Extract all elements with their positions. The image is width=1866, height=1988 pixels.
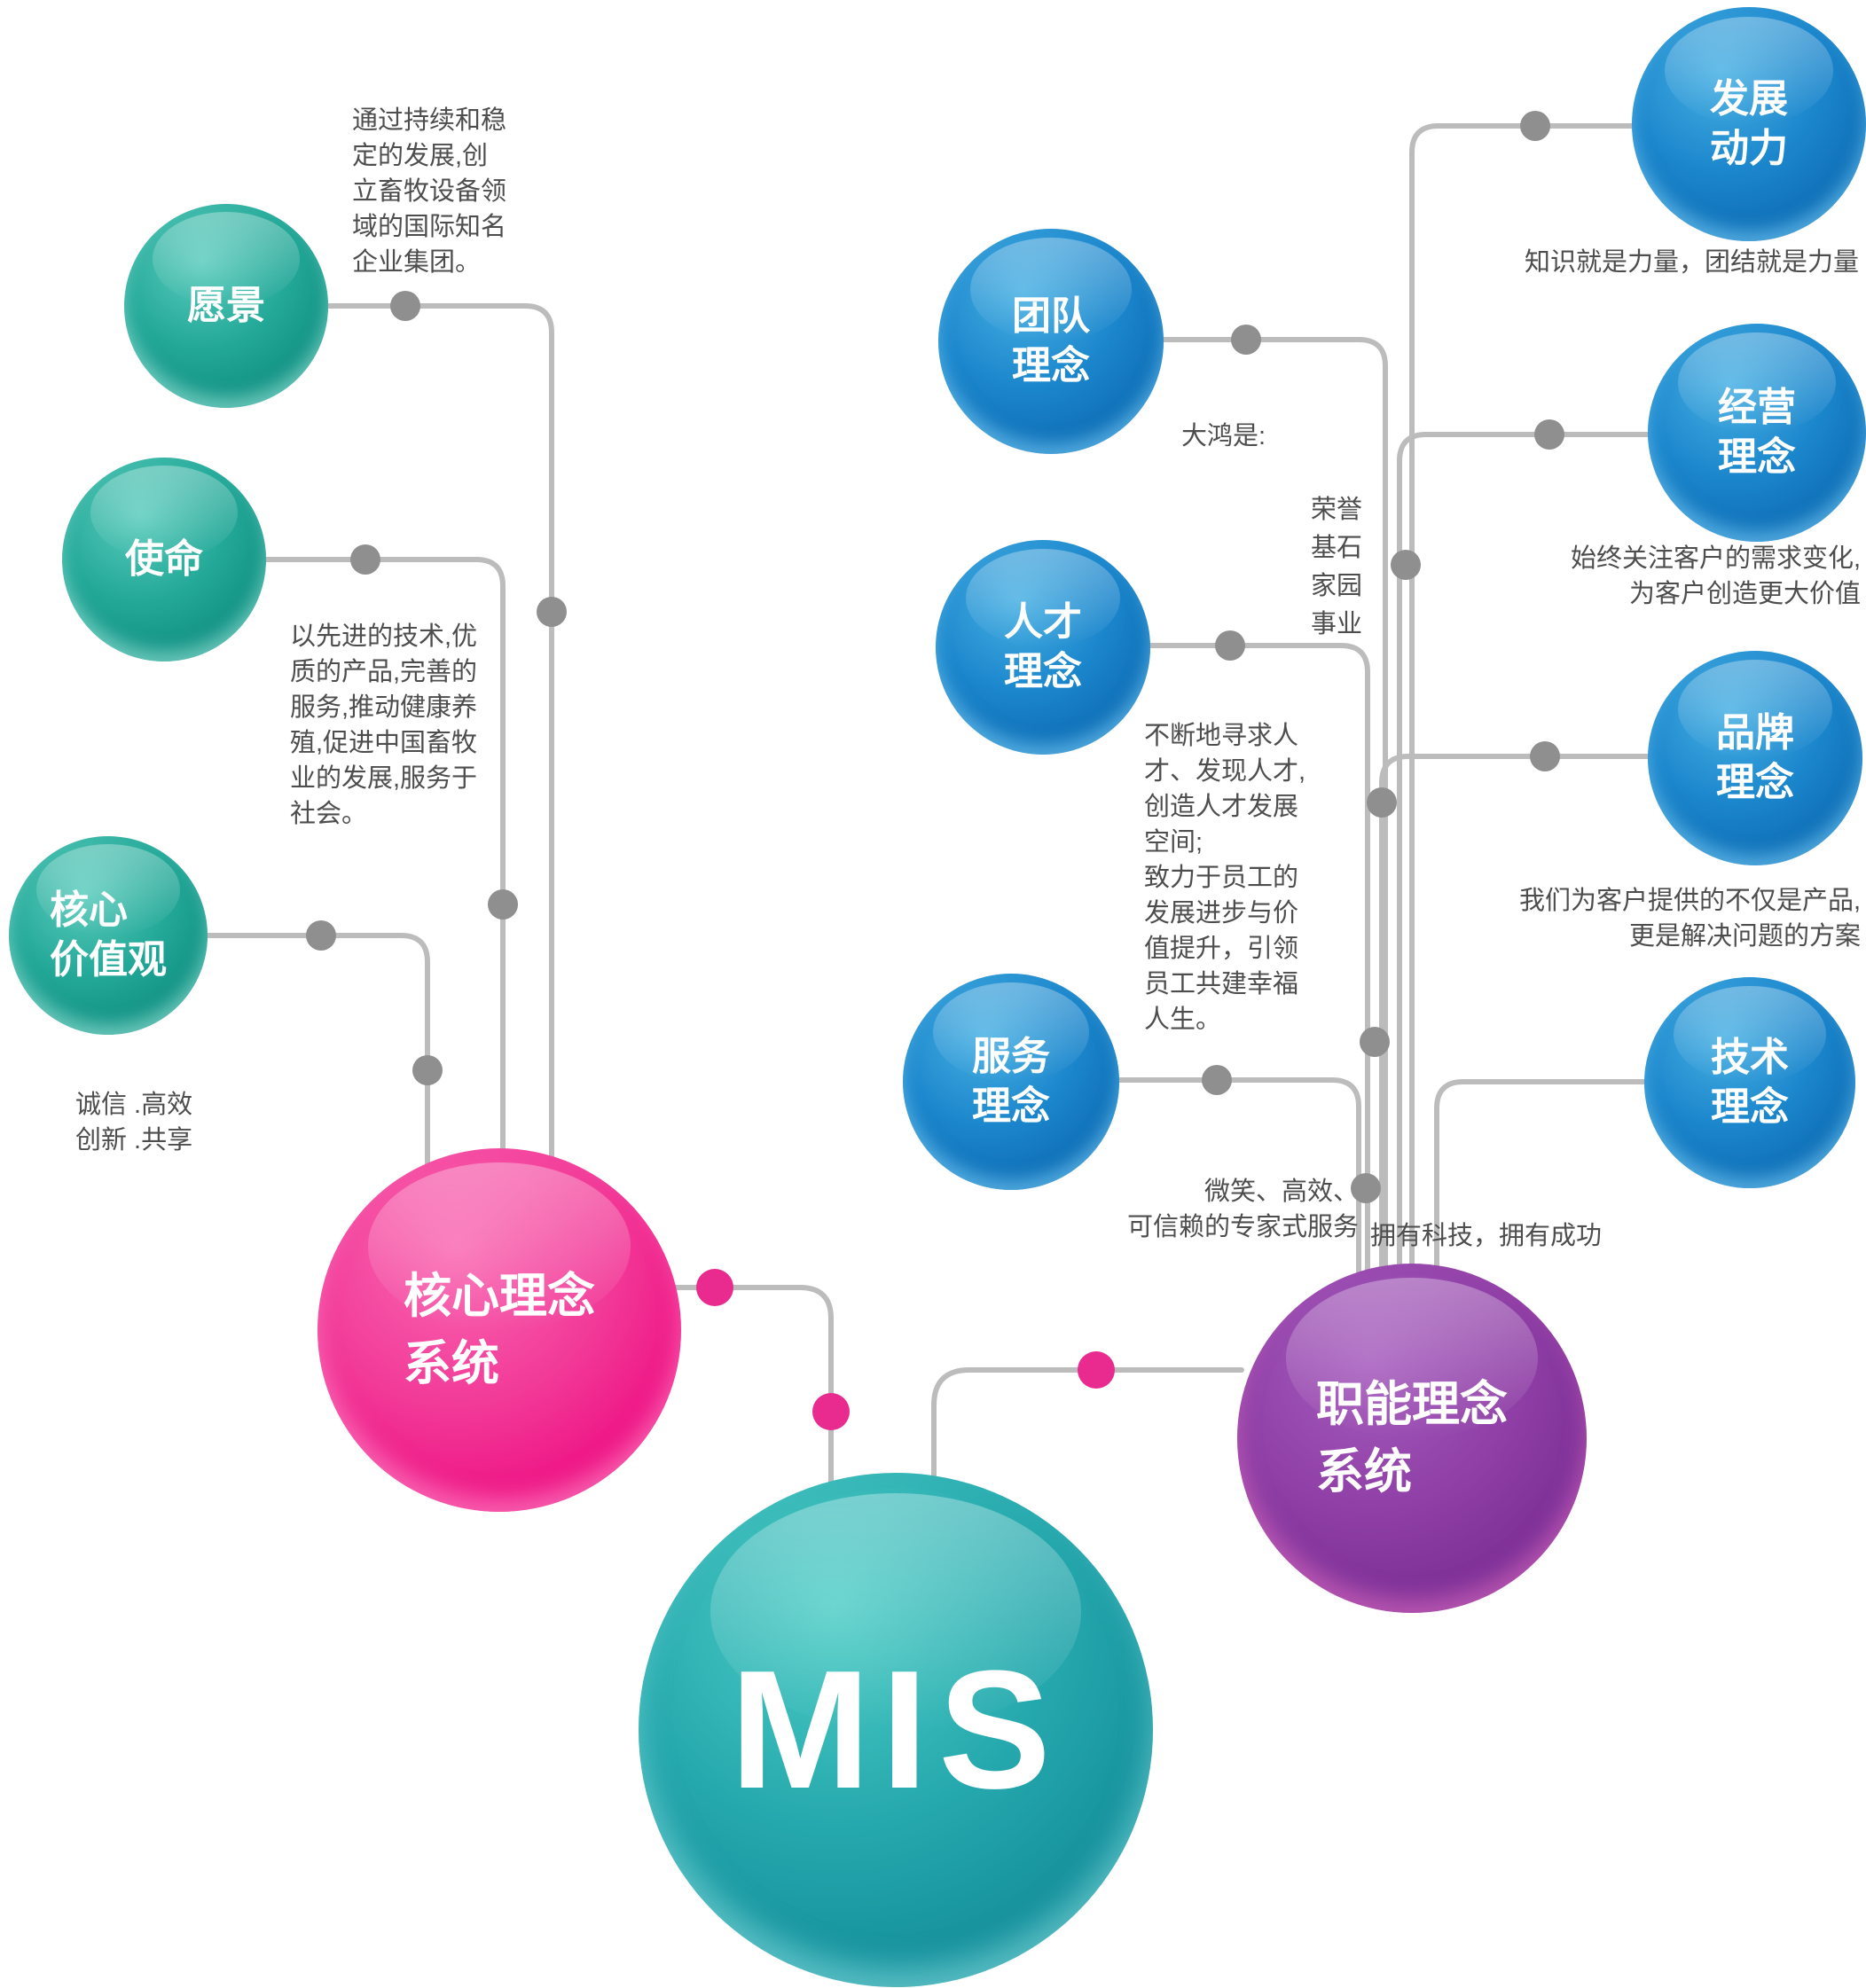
node-brand: 品牌 理念 [1648, 651, 1862, 865]
note-vision: 通过持续和稳定的发展,创立畜牧设备领域的国际知名企业集团。 [352, 106, 507, 277]
junction-dot [1534, 419, 1564, 450]
node-talent-label: 人才 理念 [1004, 600, 1082, 693]
junction-dot [1367, 787, 1397, 818]
node-brand-label: 品牌 理念 [1716, 711, 1794, 804]
node-service: 服务 理念 [903, 974, 1119, 1190]
junction-dot [1391, 550, 1421, 580]
junction-dot [1231, 325, 1261, 355]
connector-brand [1379, 754, 1652, 1271]
note-mission: 以先进的技术,优质的产品,完善的服务,推动健康养殖,促进中国畜牧业的发展,服务于… [290, 622, 478, 828]
node-mission-label: 使命 [125, 537, 203, 581]
node-development: 发展 动力 [1632, 7, 1866, 241]
hub-core-idea-system-label: 核心理念 系统 [404, 1270, 595, 1390]
node-development-label: 发展 动力 [1710, 77, 1788, 170]
note-team-title: 大鸿是: [1181, 422, 1266, 450]
note-team-items: 荣誉 基石 家园 事业 [1310, 496, 1362, 638]
junction-dot [1202, 1065, 1232, 1095]
hub-core-idea-system: 核心理念 系统 [318, 1148, 681, 1512]
connector-corehub-mis [670, 1285, 834, 1489]
node-tech-label: 技术 理念 [1711, 1036, 1789, 1129]
junction-dot [1360, 1027, 1390, 1057]
connector-funchub-mis [931, 1367, 1244, 1482]
node-team-label: 团队 理念 [1012, 294, 1090, 387]
junction-dot [488, 889, 518, 920]
note-team: 大鸿是: 荣誉 基石 家园 事业 [1181, 383, 1362, 679]
hub-junction-dot [1078, 1351, 1115, 1389]
node-tech: 技术 理念 [1644, 977, 1855, 1188]
note-brand: 我们为客户提供的不仅是产品, 更是解决问题的方案 [1518, 887, 1861, 951]
connector-tech [1434, 1079, 1649, 1269]
node-core-values: 核心 价值观 [9, 836, 208, 1035]
junction-dot [1351, 1173, 1381, 1203]
hub-junction-dot [812, 1393, 850, 1430]
note-talent: 不断地寻求人才、发现人才,创造人才发展空间; 致力于员工的发展进步与价值提升，引… [1144, 722, 1306, 1034]
junction-dot [412, 1055, 443, 1085]
node-team: 团队 理念 [938, 229, 1164, 454]
node-service-label: 服务 理念 [972, 1035, 1050, 1128]
connector-talent [1145, 643, 1370, 1272]
hub-junction-dot [696, 1269, 733, 1306]
connector-mission [263, 557, 506, 1155]
junction-dot [350, 544, 380, 575]
hub-functional-idea-system-label: 职能理念 系统 [1316, 1378, 1508, 1499]
note-business: 始终关注客户的需求变化, 为客户创造更大价值 [1570, 544, 1861, 608]
hub-functional-idea-system: 职能理念 系统 [1237, 1264, 1587, 1613]
junction-dot [1215, 630, 1245, 661]
connector-team [1159, 337, 1388, 1268]
node-mission: 使命 [62, 458, 266, 661]
center-node-mis-label: MIS [730, 1636, 1062, 1824]
connector-vision [317, 303, 554, 1166]
connector-values [205, 933, 430, 1175]
connector-service [1113, 1077, 1361, 1274]
node-vision-label: 愿景 [187, 284, 265, 327]
node-vision: 愿景 [124, 204, 328, 408]
junction-dot [390, 291, 420, 321]
node-core-values-label: 核心 价值观 [50, 888, 167, 982]
note-tech: 拥有科技，拥有成功 [1370, 1222, 1603, 1250]
junction-dot [1530, 741, 1560, 771]
junction-dot [1520, 111, 1550, 141]
connector-development [1409, 123, 1636, 1266]
node-business: 经营 理念 [1648, 324, 1866, 542]
connector-business [1397, 432, 1652, 1267]
junction-dot [306, 920, 336, 951]
node-business-label: 经营 理念 [1718, 386, 1796, 479]
note-development: 知识就是力量，团结就是力量 [1524, 248, 1859, 277]
note-service: 微笑、高效、 可信赖的专家式服务 [1126, 1178, 1359, 1241]
center-node-mis: MIS [639, 1473, 1153, 1987]
junction-dot [537, 597, 567, 627]
note-core-values: 诚信 .高效 创新 .共享 [75, 1091, 193, 1154]
node-talent: 人才 理念 [936, 540, 1150, 755]
